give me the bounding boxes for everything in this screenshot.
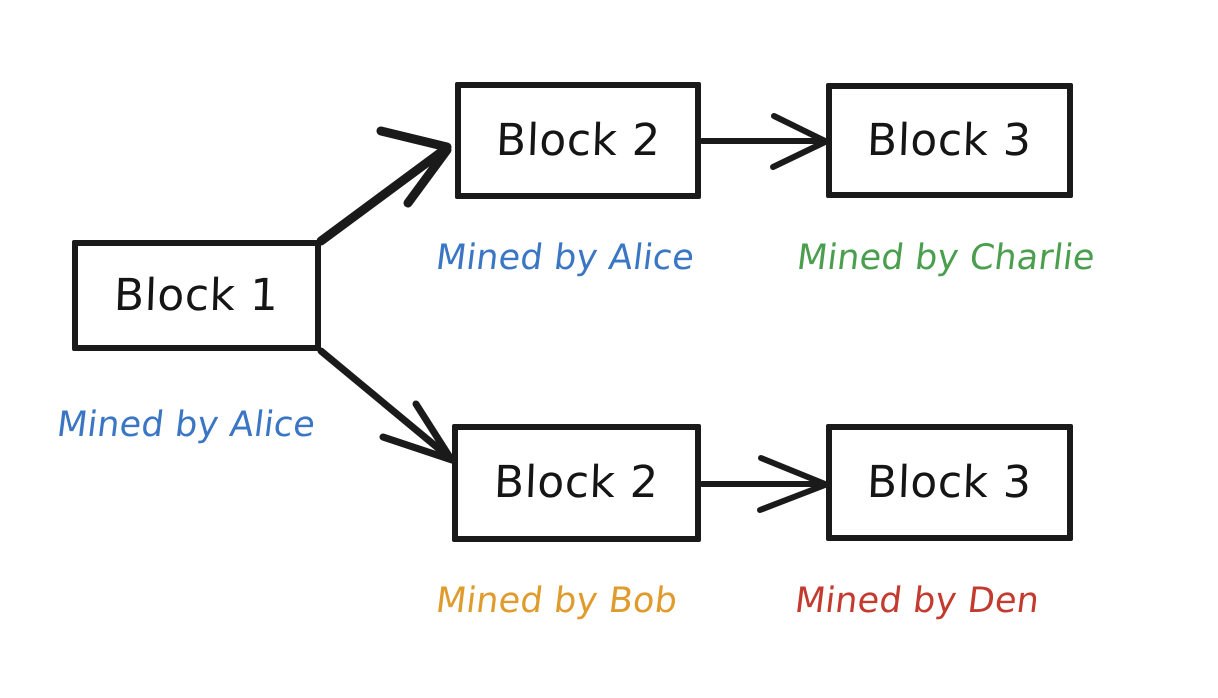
block-label: Block 2 [494,114,662,166]
miner-caption-block-3-bottom: Mined by Den [792,581,1042,621]
block-label: Block 3 [866,456,1033,508]
edge-block2-to-block3-bottom [699,455,828,513]
miner-caption-block-2-top: Mined by Alice [433,238,697,278]
block-node-block-1[interactable]: Block 1 [72,240,321,351]
miner-caption-block-2-bottom: Mined by Bob [433,581,680,621]
block-node-block-2-bottom[interactable]: Block 2 [452,424,701,542]
miner-caption-block-3-top: Mined by Charlie [794,238,1098,278]
block-node-block-2-top[interactable]: Block 2 [455,82,701,199]
block-node-block-3-top[interactable]: Block 3 [826,83,1073,198]
edge-block1-to-block2-top [316,126,452,246]
block-node-block-3-bottom[interactable]: Block 3 [826,424,1073,541]
block-label: Block 2 [493,457,660,508]
block-label: Block 1 [113,269,280,321]
edge-block2-to-block3-top [699,113,828,170]
miner-caption-block-1: Mined by Alice [54,405,318,445]
block-label: Block 3 [866,114,1033,166]
edge-block1-to-block2-bottom [317,347,456,464]
